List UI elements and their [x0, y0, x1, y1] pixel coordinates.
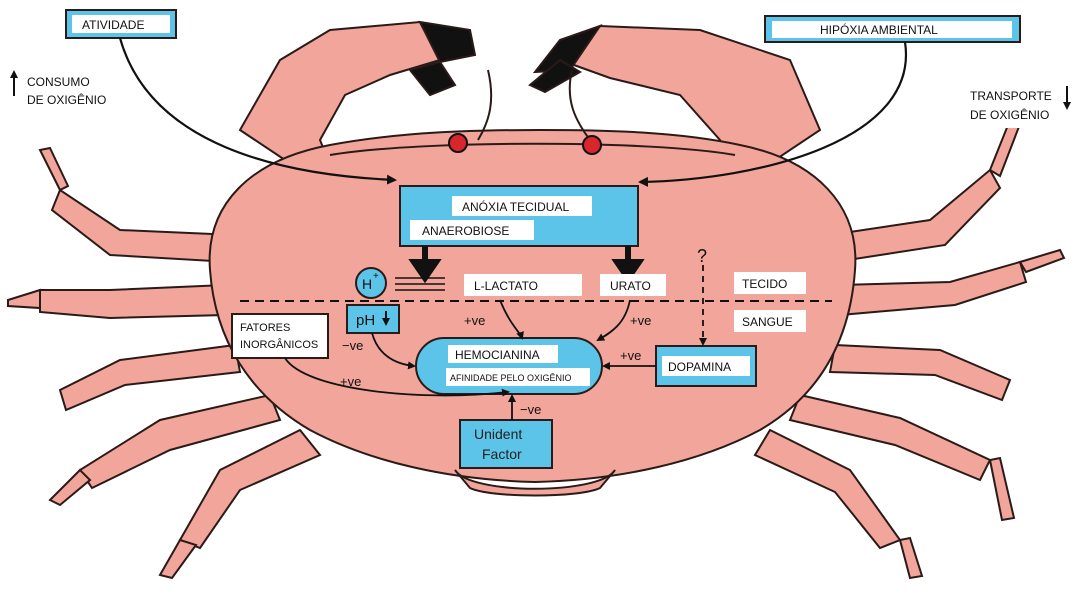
unident-line1: Unident	[474, 426, 522, 442]
hipoxia-label: HIPÓXIA AMBIENTAL	[820, 22, 938, 37]
consumo-line1: CONSUMO	[27, 75, 90, 89]
urato-label: URATO	[610, 279, 651, 293]
left-eye	[449, 134, 467, 152]
plus-ve-fatores: +ve	[340, 374, 361, 389]
h-plus-label: H	[362, 276, 372, 292]
anoxia-label: ANÓXIA TECIDUAL	[462, 199, 569, 214]
ph-box: pH	[347, 305, 399, 333]
transporte-oxigenio: TRANSPORTE DE OXIGÊNIO	[966, 84, 1067, 128]
plus-ve-urato: +ve	[630, 313, 651, 328]
question-mark: ?	[697, 246, 707, 266]
hemocianina-capsule: HEMOCIANINA AFINIDADE PELO OXIGÊNIO	[416, 338, 602, 394]
ph-label: pH	[356, 312, 375, 329]
fatores-line1: FATORES	[240, 322, 290, 334]
right-eye	[583, 136, 601, 154]
hemocianina-label: HEMOCIANINA	[455, 348, 540, 362]
lactato-label: L-LACTATO	[474, 279, 538, 293]
unident-factor-box: Unident Factor	[460, 420, 552, 468]
atividade-label: ATIVIDADE	[82, 18, 144, 32]
plus-ve-lactato: +ve	[464, 313, 485, 328]
dopamina-box: DOPAMINA	[656, 346, 756, 386]
sangue-label: SANGUE	[742, 315, 793, 329]
consumo-oxigenio: CONSUMO DE OXIGÊNIO	[14, 72, 106, 107]
anaerobiose-label: ANAEROBIOSE	[422, 224, 509, 238]
transporte-line1: TRANSPORTE	[970, 89, 1052, 103]
minus-ve-unident: −ve	[520, 402, 541, 417]
minus-ve-ph: −ve	[342, 338, 363, 353]
afinidade-label: AFINIDADE PELO OXIGÊNIO	[450, 373, 572, 383]
plus-ve-dopamina: +ve	[620, 348, 641, 363]
anoxia-box: ANÓXIA TECIDUAL ANAEROBIOSE	[400, 186, 638, 246]
dopamina-label: DOPAMINA	[668, 360, 731, 374]
h-plus-sup: +	[373, 271, 379, 282]
unident-line2: Factor	[482, 446, 522, 462]
fatores-box: FATORES INORGÂNICOS	[232, 314, 328, 358]
tecido-label: TECIDO	[742, 277, 787, 291]
consumo-line2: DE OXIGÊNIO	[27, 92, 106, 107]
transporte-line2: DE OXIGÊNIO	[970, 107, 1049, 122]
crab-illustration	[8, 22, 1064, 578]
fatores-line2: INORGÂNICOS	[240, 338, 318, 351]
